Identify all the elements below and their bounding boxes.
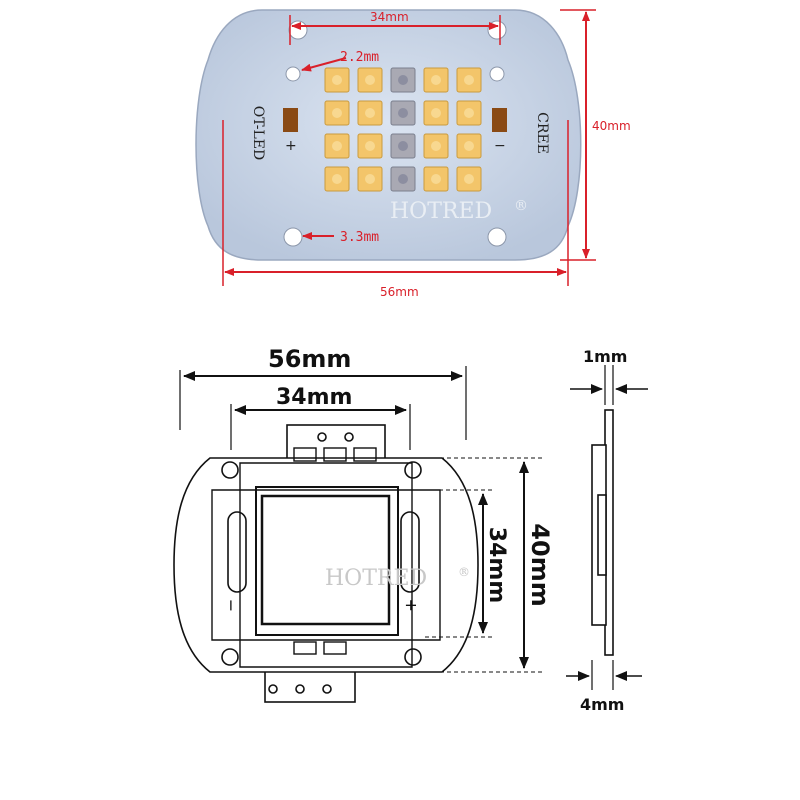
tab-hole-icon [268, 684, 278, 694]
led-module-photo: + − OT-LED CREE HOTRED ® [195, 9, 582, 261]
side-view [566, 365, 648, 690]
bottom-terminal [293, 641, 317, 655]
dim-34mm-top: 34mm [370, 10, 409, 24]
pad-plus-label: + [285, 138, 297, 154]
led-phosphor-dot [365, 75, 375, 85]
led-phosphor-dot [332, 75, 342, 85]
mount-slot-right [400, 511, 420, 593]
top-terminal [293, 447, 317, 462]
mount-hole-icon [221, 461, 239, 479]
mount-hole-icon [487, 20, 507, 40]
watermark-bottom: HOTRED [325, 566, 427, 591]
terminal-plus-label: + [401, 599, 420, 612]
led-phosphor-dot [398, 141, 408, 151]
led-phosphor-dot [464, 174, 474, 184]
inner-plate-edge [239, 462, 413, 668]
tab-hole-icon [317, 432, 327, 442]
side-chip-lens [597, 494, 607, 576]
dim-56mm-bottom: 56mm [380, 285, 419, 299]
solder-pad-minus [492, 108, 507, 132]
mount-hole-icon [288, 20, 308, 40]
led-phosphor-dot [365, 174, 375, 184]
dim-40mm-drawing: 40mm [526, 523, 554, 606]
top-terminal [353, 447, 377, 462]
dim-56mm-drawing: 56mm [268, 345, 351, 373]
led-phosphor-dot [464, 141, 474, 151]
cob-outline-drawing [173, 424, 479, 703]
inner-plate [211, 489, 441, 641]
top-terminal [323, 447, 347, 462]
watermark-top: HOTRED [390, 199, 492, 224]
solder-pad-plus [283, 108, 298, 132]
dim-34mm-drawing: 34mm [276, 385, 352, 410]
led-chip-grid [324, 67, 482, 192]
mount-slot-left [227, 511, 247, 593]
led-phosphor-dot [398, 174, 408, 184]
led-phosphor-dot [431, 141, 441, 151]
mount-hole-icon [404, 648, 422, 666]
led-phosphor-dot [431, 174, 441, 184]
tab-hole-icon [344, 432, 354, 442]
watermark-bottom-reg: ® [458, 565, 470, 579]
tab-hole-icon [322, 684, 332, 694]
chip-frame-inner [260, 494, 391, 626]
led-phosphor-dot [365, 108, 375, 118]
photo-dimensions: 34mm 2.2mm 3.3mm 40mm 56mm [222, 9, 631, 299]
led-phosphor-dot [431, 108, 441, 118]
pad-minus-label: − [494, 138, 506, 154]
led-phosphor-dot [365, 141, 375, 151]
terminal-minus-label: − [221, 599, 240, 612]
led-phosphor-dot [332, 174, 342, 184]
bottom-tab [264, 667, 356, 703]
led-phosphor-dot [464, 108, 474, 118]
mount-hole-icon [487, 227, 507, 247]
watermark-top-reg: ® [514, 198, 528, 214]
led-phosphor-dot [332, 141, 342, 151]
mount-hole-icon [285, 66, 301, 82]
brand-right-label: CREE [534, 112, 550, 154]
bottom-terminal [323, 641, 347, 655]
drawing-dimensions [179, 366, 545, 673]
led-phosphor-dot [332, 108, 342, 118]
mount-hole-icon [283, 227, 303, 247]
dim-40mm-side: 40mm [592, 119, 631, 133]
dim-3.3mm-hole: 3.3mm [340, 230, 379, 245]
tab-hole-icon [295, 684, 305, 694]
chip-frame-outer [255, 486, 399, 636]
led-phosphor-dot [398, 108, 408, 118]
dim-2.2mm-hole: 2.2mm [340, 50, 379, 65]
mount-hole-icon [489, 66, 505, 82]
led-phosphor-dot [398, 75, 408, 85]
led-phosphor-dot [464, 75, 474, 85]
mount-hole-icon [404, 461, 422, 479]
dim-1mm-thickness: 1mm [583, 347, 627, 366]
brand-left-label: OT-LED [250, 106, 266, 160]
led-phosphor-dot [431, 75, 441, 85]
mount-hole-icon [221, 648, 239, 666]
dim-4mm-thickness: 4mm [580, 695, 624, 714]
dim-34mm-drawing-vertical: 34mm [484, 527, 509, 603]
